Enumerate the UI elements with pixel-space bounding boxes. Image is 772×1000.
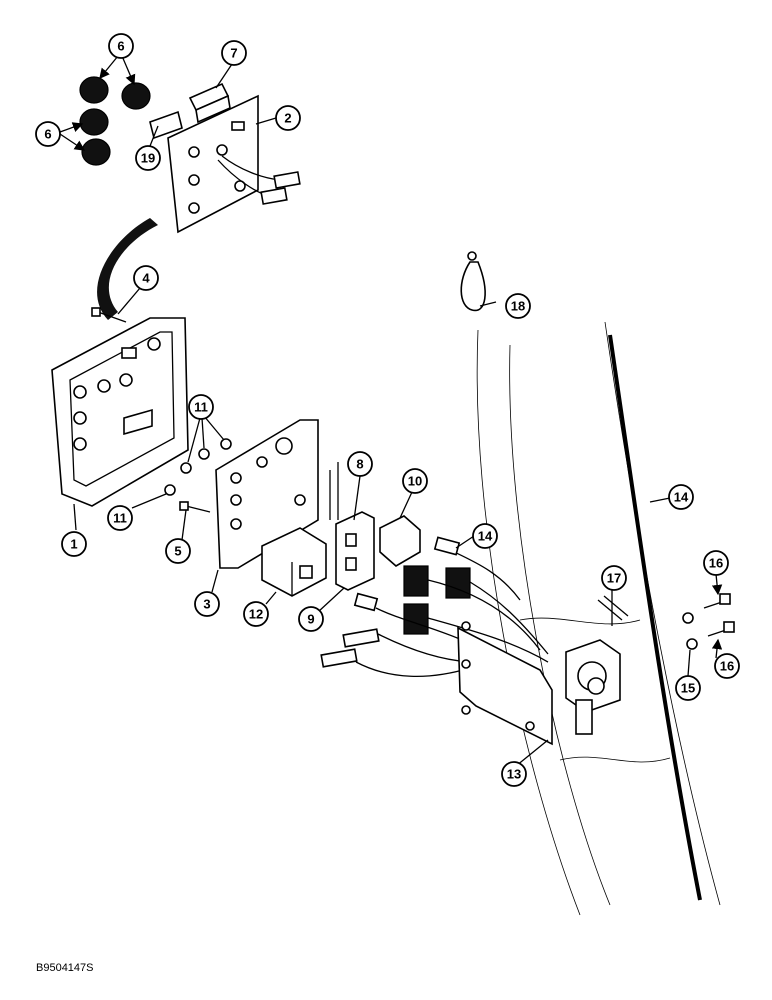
callout: 17 — [601, 565, 627, 591]
clip — [188, 82, 231, 124]
callout: 3 — [194, 591, 220, 617]
svg-text:5: 5 — [174, 544, 181, 559]
callout: 5 — [165, 538, 191, 564]
callout: 11 — [107, 505, 133, 531]
callout: 11 — [188, 394, 214, 420]
callout: 7 — [221, 40, 247, 66]
callout: 6 — [35, 121, 61, 147]
callout: 16 — [703, 550, 729, 576]
callout: 12 — [243, 601, 269, 627]
callout: 8 — [347, 451, 373, 477]
svg-text:6: 6 — [44, 127, 51, 142]
svg-text:17: 17 — [607, 571, 621, 586]
figure-code: B9504147S — [36, 962, 94, 974]
svg-text:4: 4 — [142, 271, 150, 286]
svg-text:6: 6 — [117, 39, 124, 54]
svg-text:18: 18 — [511, 299, 525, 314]
rear-panel — [167, 94, 301, 234]
callout: 15 — [675, 675, 701, 701]
flasher — [261, 527, 327, 597]
svg-text:1: 1 — [70, 537, 77, 552]
callout: 4 — [133, 265, 159, 291]
callout: 18 — [505, 293, 531, 319]
svg-text:3: 3 — [203, 597, 210, 612]
callout: 1 — [61, 531, 87, 557]
svg-text:10: 10 — [408, 474, 422, 489]
harness — [320, 536, 549, 678]
svg-text:19: 19 — [141, 151, 155, 166]
svg-text:16: 16 — [720, 659, 734, 674]
callout: 9 — [298, 606, 324, 632]
svg-text:14: 14 — [478, 529, 493, 544]
housing — [51, 317, 189, 507]
svg-text:11: 11 — [113, 511, 127, 526]
callout: 6 — [108, 33, 134, 59]
callout: 19 — [135, 145, 161, 171]
mount-bracket — [457, 595, 629, 746]
svg-text:16: 16 — [709, 556, 723, 571]
svg-text:12: 12 — [249, 607, 263, 622]
leader-lines — [59, 55, 723, 767]
svg-text:9: 9 — [307, 612, 314, 627]
svg-text:11: 11 — [194, 400, 208, 415]
svg-text:2: 2 — [284, 111, 291, 126]
callout: 14 — [668, 484, 694, 510]
svg-text:15: 15 — [681, 681, 695, 696]
callout: 10 — [402, 468, 428, 494]
svg-text:8: 8 — [356, 457, 363, 472]
callout: 16 — [714, 653, 740, 679]
post — [476, 321, 721, 916]
svg-text:13: 13 — [507, 767, 521, 782]
svg-text:14: 14 — [674, 490, 689, 505]
sockets — [79, 76, 183, 166]
switches — [329, 462, 421, 591]
callout: 14 — [472, 523, 498, 549]
svg-text:7: 7 — [230, 46, 237, 61]
callout: 2 — [275, 105, 301, 131]
callout: 13 — [501, 761, 527, 787]
